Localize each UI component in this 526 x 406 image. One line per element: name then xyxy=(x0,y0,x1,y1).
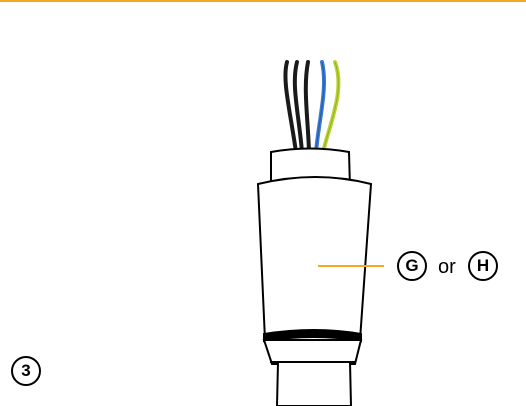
header-accent-rule xyxy=(0,0,526,2)
wire-blue xyxy=(314,60,326,154)
wire-bundle xyxy=(283,60,341,154)
cable-jacket xyxy=(275,361,353,406)
step-number-text: 3 xyxy=(21,361,31,380)
callout-option-h: H xyxy=(468,251,498,281)
step-number-badge: 3 xyxy=(11,356,41,386)
wire-black-1 xyxy=(283,60,298,154)
connector-body xyxy=(256,176,373,342)
wire-black-2 xyxy=(292,60,304,154)
callout-option-g-text: G xyxy=(405,256,419,275)
connector-collar xyxy=(262,339,363,365)
wire-black-stroke-blue xyxy=(315,61,325,153)
wire-green-yellow-edge xyxy=(322,61,339,153)
callout-option-h-text: H xyxy=(476,256,490,275)
callout-option-g: G xyxy=(397,251,427,281)
callout-or-text: or xyxy=(438,256,456,278)
wire-black-3 xyxy=(303,60,311,154)
